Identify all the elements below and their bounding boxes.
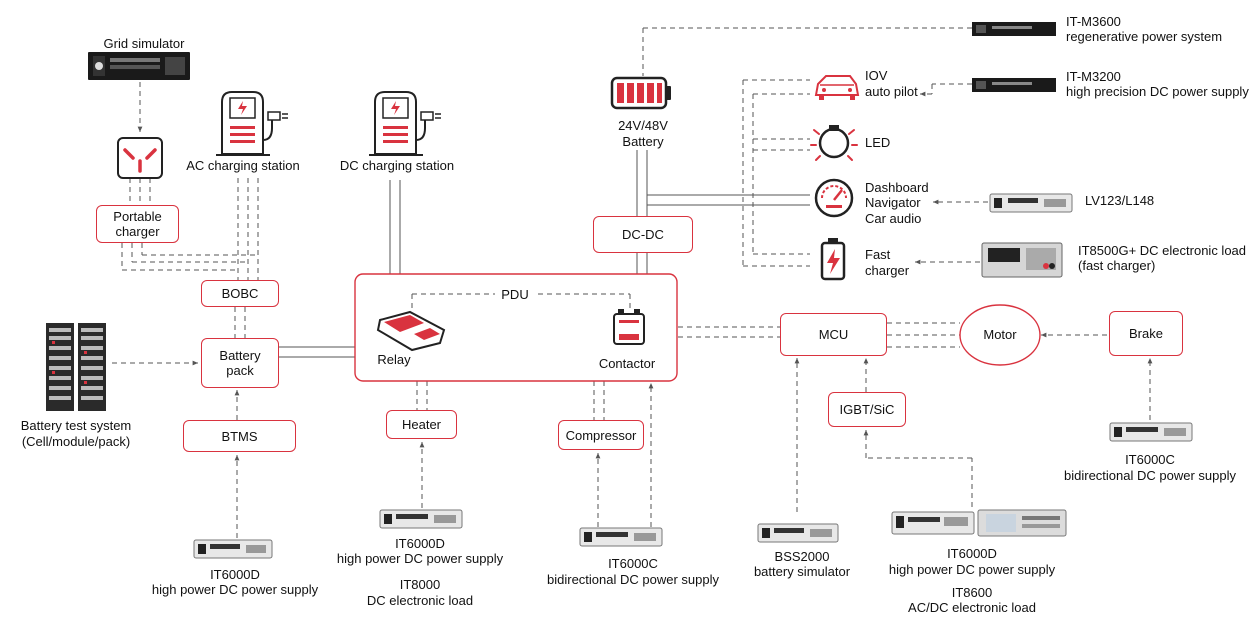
relay-icon bbox=[376, 310, 446, 352]
dc-charger-icon bbox=[369, 91, 441, 156]
it6000d-mid-desc: high power DC power supply bbox=[336, 551, 504, 566]
battery-icon bbox=[610, 76, 671, 110]
relay-label: Relay bbox=[377, 352, 411, 367]
heater-label: Heater bbox=[401, 417, 442, 432]
battery-voltage-label: 24V/48V bbox=[618, 118, 668, 133]
ac-charger-icon bbox=[216, 91, 288, 156]
it6000d-right-name: IT6000D bbox=[947, 546, 997, 561]
bss2000-name: BSS2000 bbox=[774, 549, 830, 564]
it6000c-right-device bbox=[1109, 422, 1193, 442]
igbt-sic-box: IGBT/SiC bbox=[828, 392, 906, 427]
battery-pack-line1: Battery bbox=[219, 348, 261, 363]
bss2000-desc: battery simulator bbox=[753, 564, 851, 579]
it-m3600-desc: regenerative power system bbox=[1066, 29, 1223, 44]
iov-label: IOV bbox=[865, 68, 888, 83]
pdu-box bbox=[354, 273, 678, 382]
bulb-icon bbox=[810, 125, 858, 161]
dc-dc-box: DC-DC bbox=[593, 216, 693, 253]
it6000d-mid-name: IT6000D bbox=[395, 536, 445, 551]
it8500-device bbox=[981, 242, 1063, 278]
socket-icon bbox=[117, 137, 163, 179]
it8000-desc: DC electronic load bbox=[366, 593, 474, 608]
dashboard-label: Dashboard bbox=[865, 180, 929, 195]
it6000c-mid-device bbox=[579, 527, 663, 547]
dc-dc-label: DC-DC bbox=[622, 227, 664, 242]
grid-simulator-icon bbox=[88, 52, 190, 80]
battery-label: Battery bbox=[622, 134, 664, 149]
portable-charger-line2: charger bbox=[115, 224, 160, 239]
portable-charger-line1: Portable bbox=[113, 209, 162, 224]
lv123-device bbox=[989, 193, 1073, 213]
it6000d-right-device bbox=[891, 511, 975, 535]
it6000c-right-desc: bidirectional DC power supply bbox=[1064, 468, 1236, 483]
it6000d-left-device bbox=[193, 539, 273, 559]
motor-label: Motor bbox=[983, 327, 1017, 342]
it8500-name: IT8500G+ DC electronic load bbox=[1078, 243, 1247, 258]
car-icon bbox=[814, 75, 860, 100]
bobc-box: BOBC bbox=[201, 280, 279, 307]
bss2000-device bbox=[757, 523, 839, 543]
it8500-desc: (fast charger) bbox=[1078, 258, 1156, 273]
brake-label: Brake bbox=[1129, 326, 1163, 341]
igbt-sic-label: IGBT/SiC bbox=[839, 402, 895, 417]
navigator-label: Navigator bbox=[865, 195, 921, 210]
it-m3200-name: IT-M3200 bbox=[1066, 69, 1121, 84]
it8600-name: IT8600 bbox=[951, 585, 993, 600]
it-m3600-device bbox=[972, 22, 1056, 36]
it8600-desc: AC/DC electronic load bbox=[908, 600, 1036, 615]
grid-simulator-label: Grid simulator bbox=[103, 36, 185, 51]
fast-charge-icon bbox=[820, 238, 846, 281]
gauge-icon bbox=[814, 178, 854, 218]
it-m3600-name: IT-M3600 bbox=[1066, 14, 1121, 29]
car-audio-label: Car audio bbox=[865, 211, 922, 226]
it-m3200-device bbox=[972, 78, 1056, 92]
btms-box: BTMS bbox=[183, 420, 296, 452]
battery-test-system-label: Battery test system bbox=[20, 418, 132, 433]
heater-box: Heater bbox=[386, 410, 457, 439]
pdu-label: PDU bbox=[501, 287, 529, 302]
it6000d-right-desc: high power DC power supply bbox=[888, 562, 1056, 577]
motor-node bbox=[959, 304, 1041, 366]
auto-pilot-label: auto pilot bbox=[865, 84, 918, 99]
compressor-box: Compressor bbox=[558, 420, 644, 450]
battery-test-system-sub: (Cell/module/pack) bbox=[21, 434, 131, 449]
it6000c-mid-name: IT6000C bbox=[608, 556, 658, 571]
brake-box: Brake bbox=[1109, 311, 1183, 356]
it8000-name: IT8000 bbox=[399, 577, 441, 592]
mcu-box: MCU bbox=[780, 313, 887, 356]
contactor-icon bbox=[613, 309, 645, 345]
bobc-label: BOBC bbox=[221, 286, 259, 301]
it6000d-left-name: IT6000D bbox=[210, 567, 260, 582]
mcu-label: MCU bbox=[818, 327, 849, 342]
it6000c-right-name: IT6000C bbox=[1125, 452, 1175, 467]
it6000d-mid-device bbox=[379, 509, 463, 529]
it6000d-left-desc: high power DC power supply bbox=[151, 582, 319, 597]
contactor-label: Contactor bbox=[598, 356, 656, 371]
it8600-device bbox=[977, 509, 1067, 537]
fast-label: Fast bbox=[865, 247, 891, 262]
dc-charging-station-label: DC charging station bbox=[339, 158, 455, 173]
compressor-label: Compressor bbox=[565, 427, 637, 443]
charger-label: charger bbox=[865, 263, 910, 278]
battery-pack-line2: pack bbox=[226, 363, 254, 378]
rack-icon bbox=[46, 323, 106, 411]
ac-charging-station-label: AC charging station bbox=[186, 158, 300, 173]
it6000c-mid-desc: bidirectional DC power supply bbox=[547, 572, 719, 587]
lv123-name: LV123/L148 bbox=[1085, 193, 1155, 208]
led-label: LED bbox=[865, 135, 891, 150]
btms-label: BTMS bbox=[221, 428, 258, 444]
it-m3200-desc: high precision DC power supply bbox=[1066, 84, 1249, 99]
